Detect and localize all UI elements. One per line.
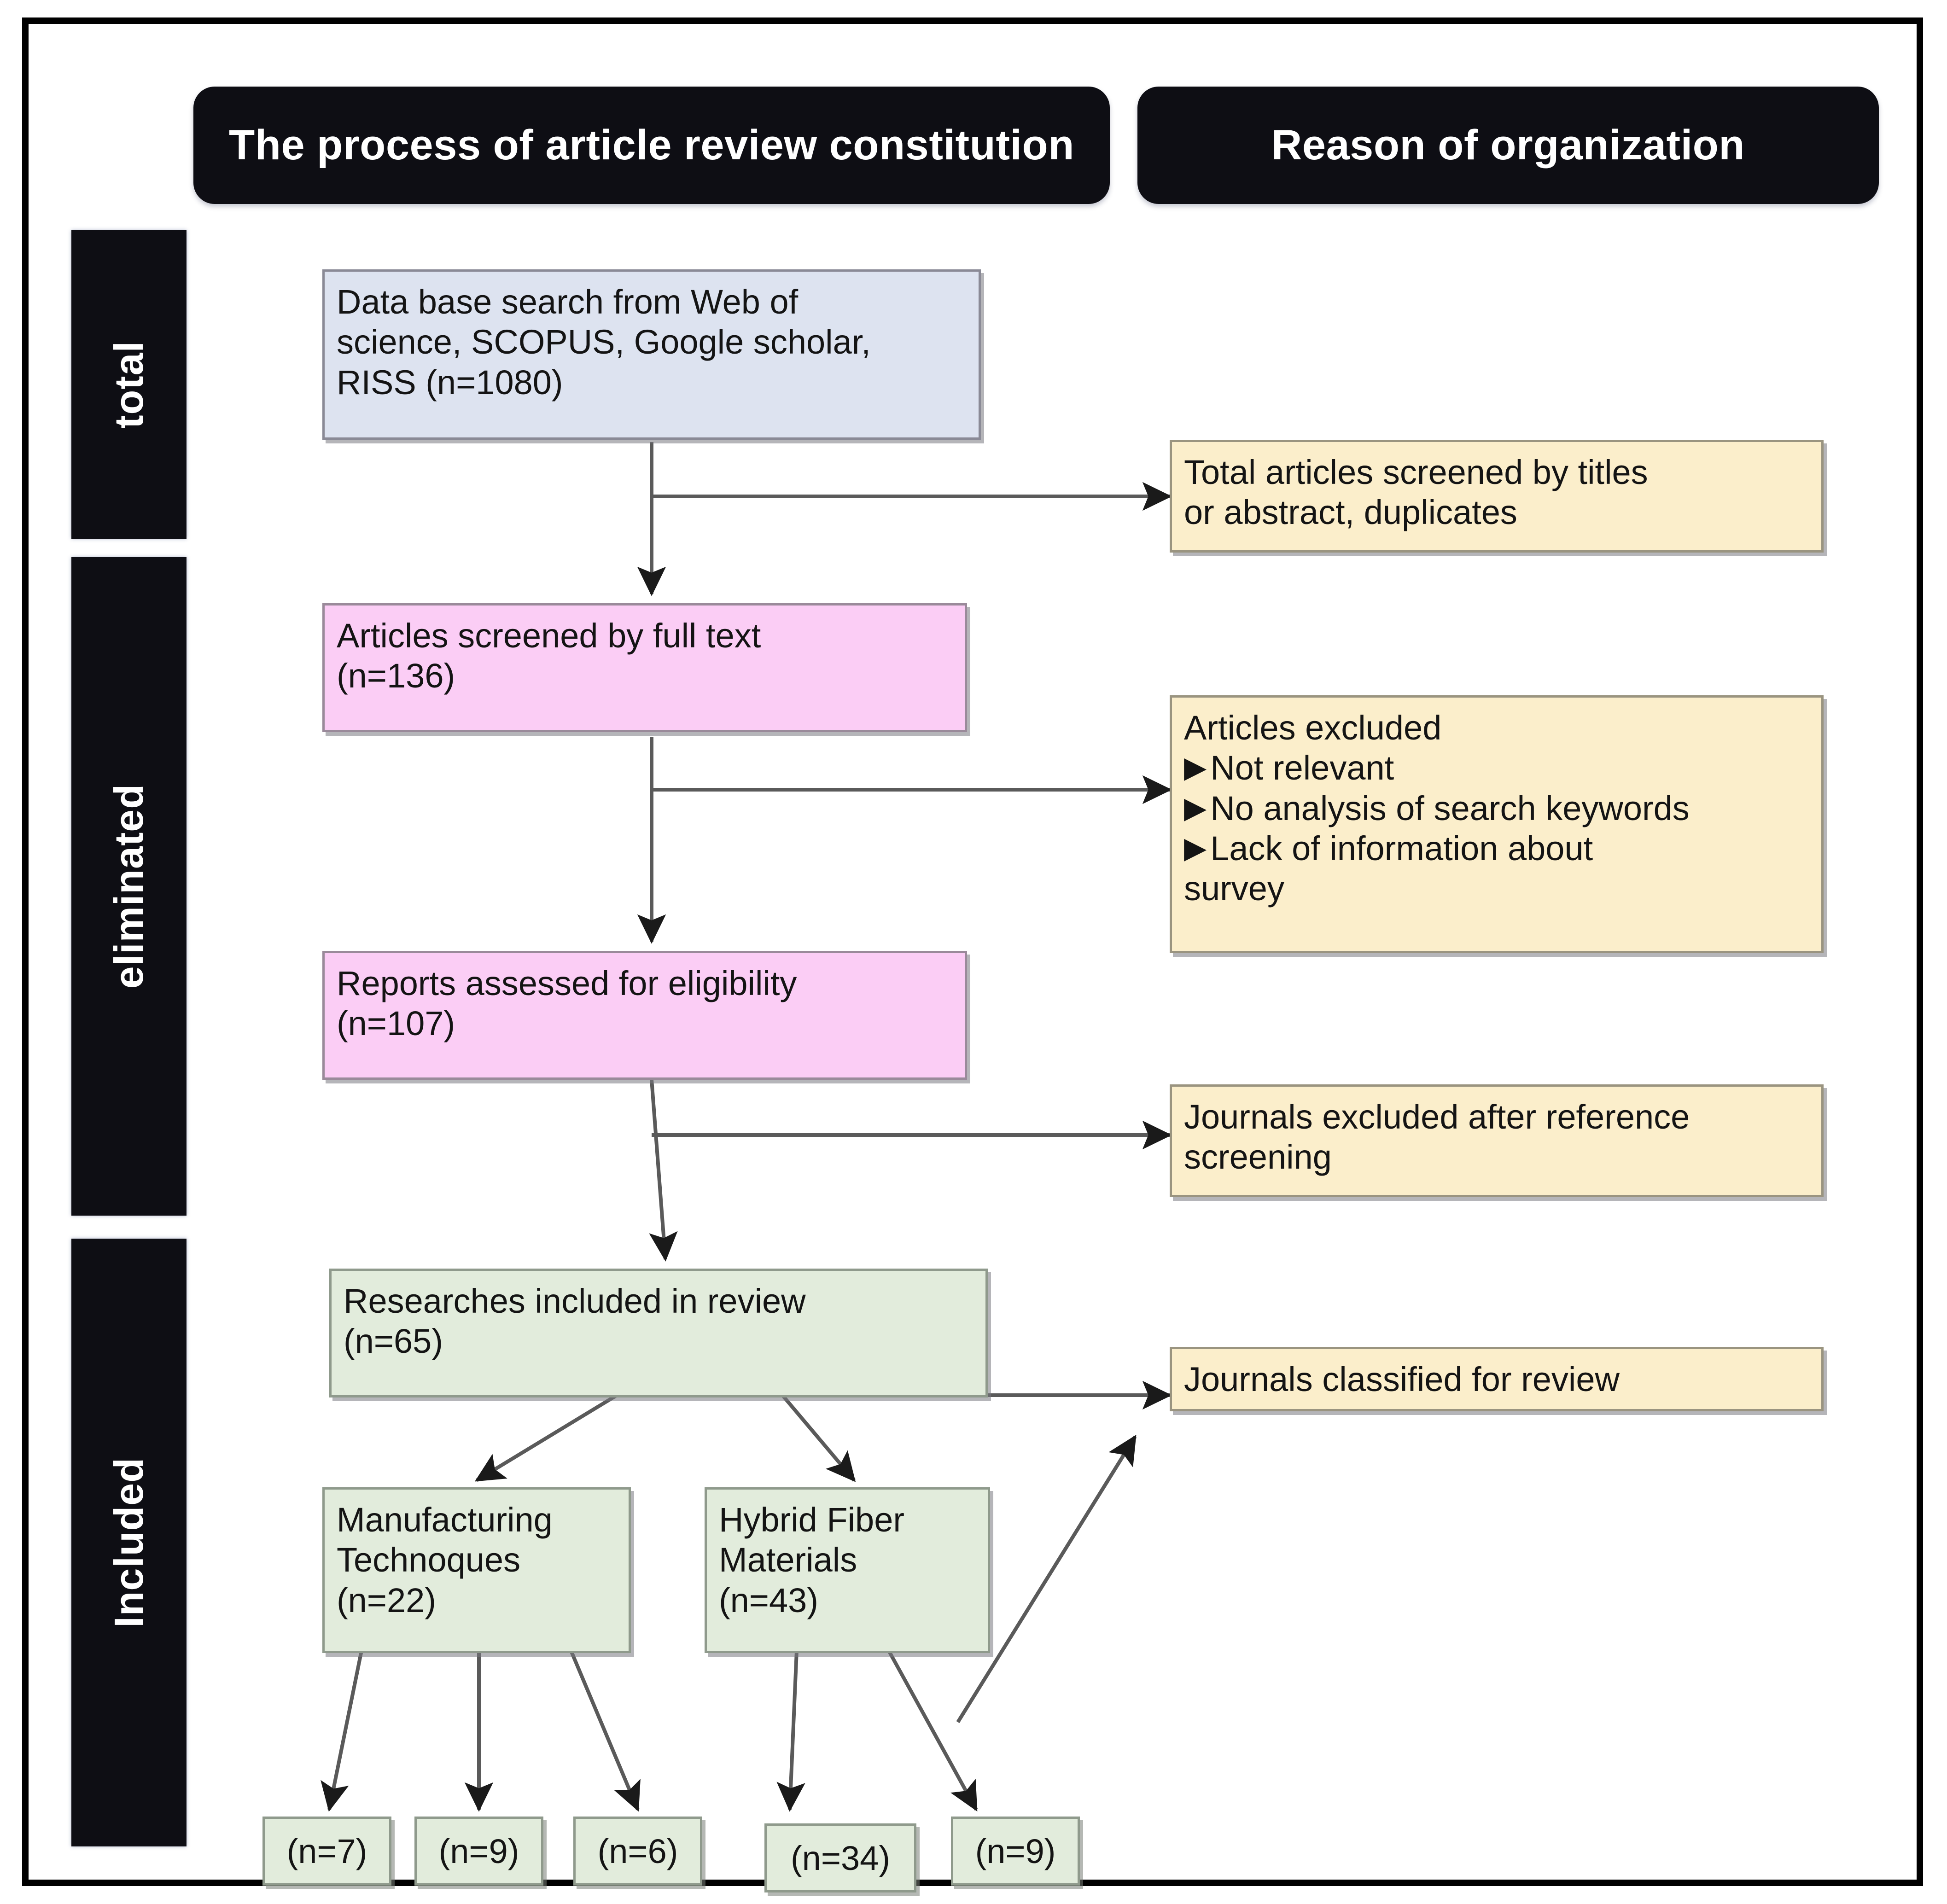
reason-journals-excluded: Journals excluded after reference screen… [1170,1084,1824,1197]
stage-label-eliminated: eliminated [106,784,152,989]
node-included-in-review: Researches included in review (n=65) [329,1269,988,1397]
reason-total-screened-line-1: Total articles screened by titles [1184,453,1648,491]
node-hybrid-fiber-line-1: Hybrid Fiber [719,1501,904,1539]
leaf-manufacturing-3-label: (n=6) [597,1832,678,1870]
arrow-manufacturing-to-leaf-3 [569,1650,641,1812]
node-included-in-review-line-2: (n=65) [344,1322,443,1361]
triangle-bullet-icon: ▶ [1184,791,1207,824]
reason-total-screened-line-2: or abstract, duplicates [1184,493,1517,532]
node-assessed-eligibility-line-2: (n=107) [337,1004,455,1043]
reason-journals-classified-line-1: Journals classified for review [1184,1360,1620,1398]
banner-process-label: The process of article review constituti… [229,122,1074,169]
node-database-search-line-2: science, SCOPUS, Google scholar, [337,323,871,361]
leaf-hybrid-2-label: (n=9) [975,1832,1056,1870]
leaf-hybrid-2: (n=9) [951,1817,1080,1886]
leaf-manufacturing-2: (n=9) [414,1817,543,1886]
reason-bullet-1: ▶Not relevant [1184,748,1809,788]
node-hybrid-fiber-line-3: (n=43) [719,1581,818,1619]
node-database-search-line-1: Data base search from Web of [337,283,799,321]
node-screened-full-text-line-1: Articles screened by full text [337,617,761,655]
reason-articles-excluded: Articles excluded ▶Not relevant ▶No anal… [1170,695,1824,953]
node-manufacturing-line-2: Technoques [337,1541,521,1579]
node-database-search-line-3: RISS (n=1080) [337,363,563,402]
node-hybrid-fiber-line-2: Materials [719,1541,857,1579]
reason-journals-classified: Journals classified for review [1170,1347,1824,1411]
node-screened-full-text: Articles screened by full text (n=136) [322,603,967,732]
reason-total-screened: Total articles screened by titles or abs… [1170,440,1824,553]
leaf-manufacturing-3: (n=6) [573,1817,702,1886]
node-screened-full-text-line-2: (n=136) [337,657,455,695]
reason-bullet-3-label: Lack of information about [1210,829,1593,868]
leaf-manufacturing-2-label: (n=9) [438,1832,519,1870]
node-manufacturing-line-3: (n=22) [337,1581,436,1619]
node-manufacturing-techniques: Manufacturing Technoques (n=22) [322,1487,631,1653]
stage-label-included: Included [106,1457,152,1628]
reason-articles-excluded-heading: Articles excluded [1184,709,1442,747]
arrow-hybrid-to-leaf-1 [776,1650,805,1812]
reason-journals-excluded-line-1: Journals excluded after reference [1184,1098,1690,1136]
stage-label-total: total [106,340,152,429]
reason-bullet-1-label: Not relevant [1210,749,1394,787]
reason-journals-excluded-line-2: screening [1184,1138,1332,1176]
node-database-search: Data base search from Web of science, SC… [322,269,981,440]
reason-articles-excluded-trailing: survey [1184,869,1284,908]
leaf-hybrid-1: (n=34) [764,1823,916,1892]
reason-bullet-2: ▶No analysis of search keywords [1184,788,1809,828]
node-hybrid-fiber-materials: Hybrid Fiber Materials (n=43) [705,1487,990,1653]
banner-reason-label: Reason of organization [1271,122,1745,169]
node-manufacturing-line-1: Manufacturing [337,1501,553,1539]
arrow-manufacturing-to-leaf-1 [321,1650,363,1812]
leaf-hybrid-1-label: (n=34) [791,1839,890,1877]
banner-reason-title: Reason of organization [1137,87,1879,204]
arrow-assessed-to-included [649,1079,678,1262]
node-included-in-review-line-1: Researches included in review [344,1282,806,1320]
arrow-leaves-to-journals-classified [956,1434,1137,1723]
leaf-manufacturing-1: (n=7) [262,1817,391,1886]
leaf-manufacturing-1-label: (n=7) [286,1832,367,1870]
triangle-bullet-icon: ▶ [1184,831,1207,864]
node-assessed-eligibility-line-1: Reports assessed for eligibility [337,964,797,1002]
arrow-hybrid-to-leaf-2 [887,1650,978,1812]
stage-bar-included: Included [71,1239,187,1846]
reason-bullet-3: ▶Lack of information about [1184,828,1809,868]
reason-bullet-2-label: No analysis of search keywords [1210,789,1690,827]
stage-bar-total: total [71,230,187,539]
stage-bar-eliminated: eliminated [71,557,187,1216]
triangle-bullet-icon: ▶ [1184,751,1207,784]
banner-process-title: The process of article review constituti… [193,87,1110,204]
node-assessed-eligibility: Reports assessed for eligibility (n=107) [322,951,967,1080]
